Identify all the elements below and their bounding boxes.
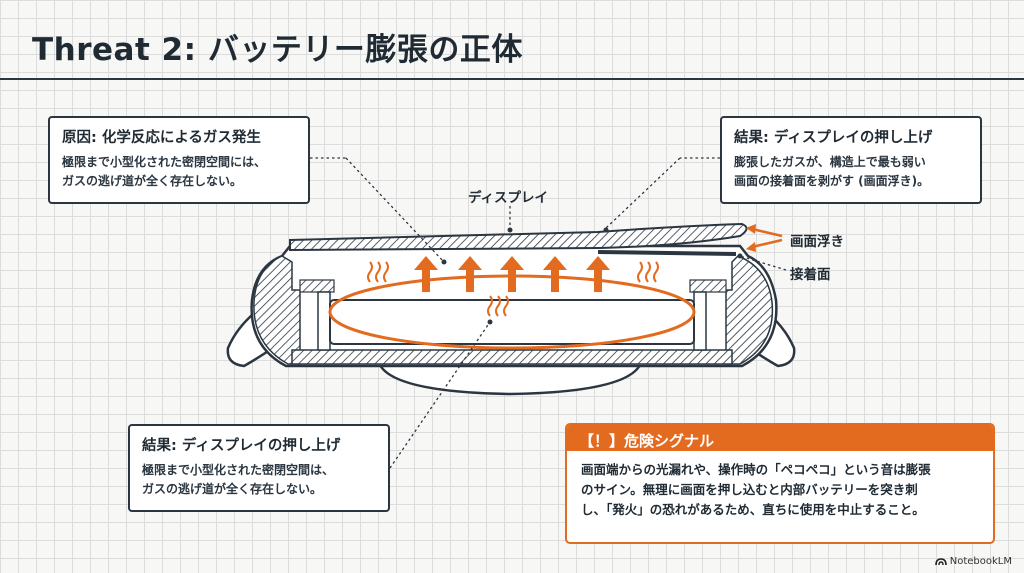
result-bottom-title: 結果: ディスプレイの押し上げ	[142, 438, 341, 454]
warning-line-2: のサイン。無理に画面を押し込むと内部バッテリーを突き刺	[581, 482, 918, 497]
brand-name: NotebookLM	[949, 556, 1012, 567]
inner-bracket-left	[299, 279, 335, 293]
warning-line-1: 画面端からの光漏れや、操作時の「ペコペコ」という音は膨張	[581, 462, 931, 477]
heat-waves	[367, 261, 659, 317]
brand-watermark: NotebookLM	[934, 556, 1012, 567]
float-indicator-arrows	[746, 224, 783, 252]
result-top-line-2: 画面の接着面を剥がす (画面浮き)。	[734, 174, 930, 188]
screen-float-label: 画面浮き	[790, 234, 844, 250]
danger-signal-box: 【！】危険シグナル 画面端からの光漏れや、操作時の「ペコペコ」という音は膨張 の…	[565, 423, 995, 544]
danger-signal-body: 画面端からの光漏れや、操作時の「ペコペコ」という音は膨張 のサイン。無理に画面を…	[567, 451, 993, 520]
cause-body: 極限まで小型化された密閉空間には、 ガスの逃げ道が全く存在しない。	[62, 153, 296, 191]
result-top-title: 結果: ディスプレイの押し上げ	[734, 130, 933, 146]
result-top-callout: 結果: ディスプレイの押し上げ 膨張したガスが、構造上で最も弱い 画面の接着面を…	[720, 116, 982, 204]
notebooklm-logo-icon	[934, 558, 947, 566]
display-label: ディスプレイ	[468, 190, 549, 206]
result-bottom-line-1: 極限まで小型化された密閉空間は、	[142, 463, 335, 477]
page-title: Threat 2: バッテリー膨張の正体	[32, 32, 523, 68]
leader-dots	[441, 227, 743, 325]
inner-post-left	[317, 291, 331, 351]
case-floor	[291, 349, 733, 365]
pressure-arrows	[414, 256, 610, 292]
sensor-dome	[376, 359, 644, 396]
cause-line-1: 極限まで小型化された密閉空間には、	[62, 155, 267, 169]
inner-bracket-right	[689, 279, 727, 293]
result-bottom-line-2: ガスの逃げ道が全く存在しない。	[142, 482, 323, 496]
title-divider	[0, 78, 1024, 80]
inner-post-right	[693, 291, 707, 351]
cause-line-2: ガスの逃げ道が全く存在しない。	[62, 174, 243, 188]
cause-title: 原因: 化学反応によるガス発生	[62, 130, 261, 146]
result-top-line-1: 膨張したガスが、構造上で最も弱い	[734, 155, 926, 169]
warning-line-3: し、「発火」の恐れがあるため、直ちに使用を中止すること。	[581, 502, 925, 517]
result-bottom-body: 極限まで小型化された密閉空間は、 ガスの逃げ道が全く存在しない。	[142, 461, 376, 499]
adhesive-gap	[598, 250, 736, 256]
adhesive-label: 接着面	[790, 267, 831, 283]
danger-signal-heading: 【！】危険シグナル	[567, 425, 993, 451]
result-bottom-callout: 結果: ディスプレイの押し上げ 極限まで小型化された密閉空間は、 ガスの逃げ道が…	[128, 424, 390, 512]
battery-cell	[329, 299, 695, 345]
leader-lines	[310, 157, 787, 469]
result-top-body: 膨張したガスが、構造上で最も弱い 画面の接着面を剥がす (画面浮き)。	[734, 153, 968, 191]
display-glass	[289, 222, 748, 252]
cause-callout: 原因: 化学反応によるガス発生 極限まで小型化された密閉空間には、 ガスの逃げ道…	[48, 116, 310, 204]
